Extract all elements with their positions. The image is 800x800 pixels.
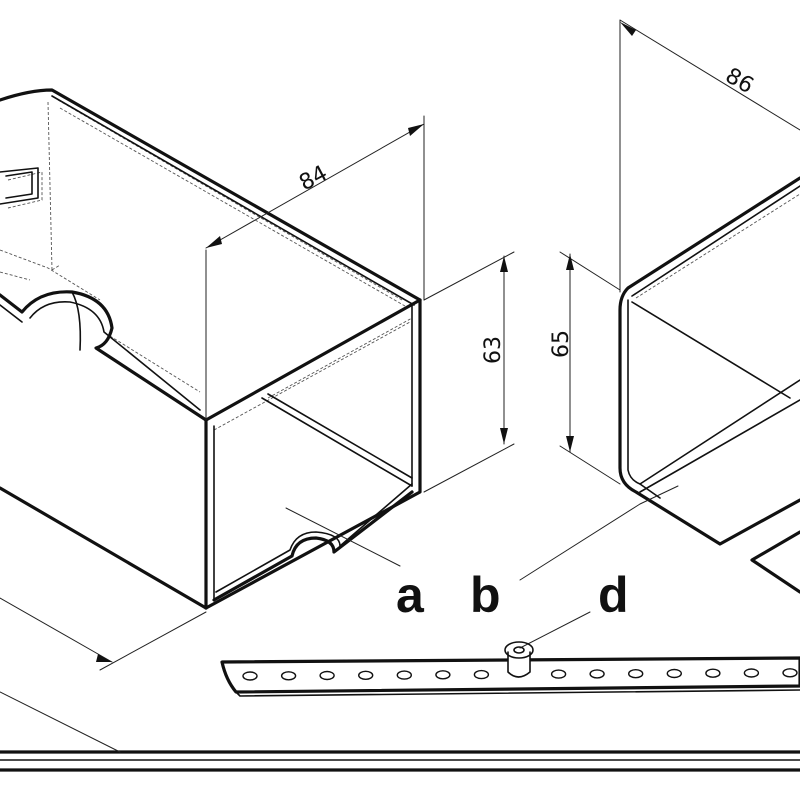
dimension-label-84: 84 — [295, 161, 331, 196]
callout-d: d — [598, 567, 629, 623]
strip-hole — [358, 670, 374, 680]
leader-a — [285, 507, 401, 567]
callout-a: a — [396, 567, 425, 623]
strip-hole — [319, 670, 335, 681]
strip-hole — [666, 668, 682, 679]
strip-hole — [242, 671, 258, 681]
strip-hole — [435, 670, 451, 680]
callout-b: b — [470, 567, 501, 623]
box-left — [0, 88, 422, 610]
strip-hole — [589, 669, 605, 679]
dimension-leader-left — [0, 597, 207, 671]
strip-hole — [782, 668, 798, 678]
strip-hole — [705, 668, 721, 678]
dimension-label-86: 86 — [721, 63, 758, 99]
strip-hole — [473, 669, 490, 680]
strip-hole — [743, 668, 760, 678]
leader-d — [519, 611, 591, 649]
peg — [504, 641, 534, 678]
strip-hole — [396, 670, 412, 680]
leader-b — [519, 485, 679, 581]
base-rails — [0, 691, 800, 772]
perforated-strip — [220, 641, 800, 697]
plate — [750, 530, 800, 594]
dimension-63: 63 — [423, 251, 515, 493]
strip-hole — [550, 669, 567, 679]
dimension-label-65: 65 — [549, 330, 574, 358]
lid-right: 86 65 — [549, 19, 800, 546]
strip-hole — [628, 669, 644, 679]
strip-hole — [280, 671, 297, 681]
strip-holes — [242, 668, 798, 681]
dimension-label-63: 63 — [481, 336, 506, 364]
